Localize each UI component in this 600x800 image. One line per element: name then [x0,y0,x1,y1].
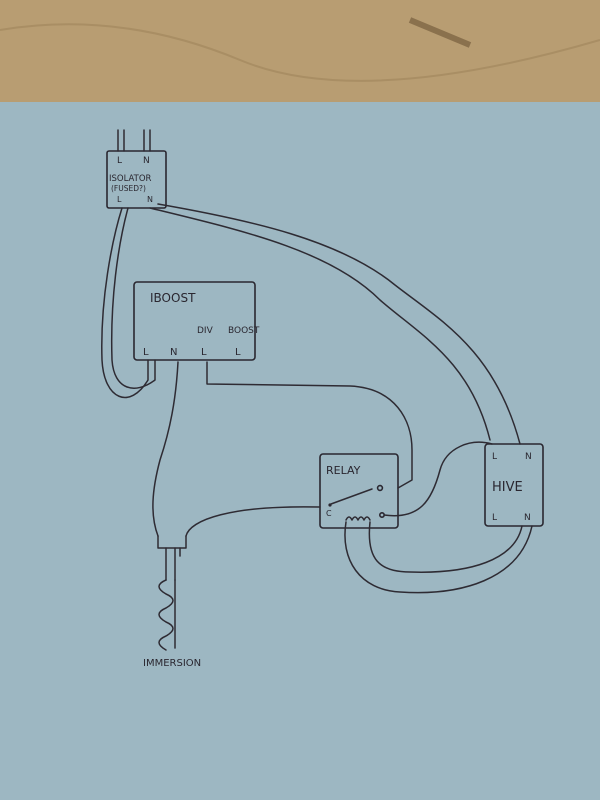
immersion-label: IMMERSION [143,658,201,669]
relay-switch-arm [330,488,373,505]
isolator-box: L N ISOLATOR (FUSED?) L N [106,150,167,209]
wires [101,129,533,594]
relay-coil [345,516,371,521]
isolator-bottom-l-label: L [117,195,122,204]
immersion-heater: IMMERSION [143,535,201,669]
iboost-terminal-2: N [170,347,177,358]
relay-no-contact [376,484,384,492]
iboost-title: IBOOST [150,291,196,305]
iboost-terminal-3: L [201,347,207,358]
hive-title: HIVE [492,480,523,495]
hive-top-n-label: N [525,452,532,462]
iboost-boost-label: BOOST [228,326,260,336]
iboost-terminal-1: L [143,347,149,358]
isolator-bottom-n-label: N [147,195,153,204]
relay-box: RELAY C [319,453,399,529]
isolator-subtitle: (FUSED?) [111,184,146,193]
iboost-terminal-4: L [235,347,241,358]
immersion-coil [158,579,174,651]
iboost-div-label: DIV [197,326,214,336]
hive-bottom-l-label: L [492,513,497,523]
hive-bottom-n-label: N [524,513,531,523]
paper-sheet [0,102,600,800]
hive-top-l-label: L [492,452,497,462]
relay-title: RELAY [326,464,361,477]
isolator-title: ISOLATOR [109,174,152,184]
hive-box: L N HIVE L N [484,443,544,527]
isolator-top-l-label: L [117,156,122,166]
iboost-box: IBOOST DIV BOOST L N L L [133,281,260,361]
relay-c-label: C [326,509,332,518]
isolator-top-n-label: N [143,156,150,166]
